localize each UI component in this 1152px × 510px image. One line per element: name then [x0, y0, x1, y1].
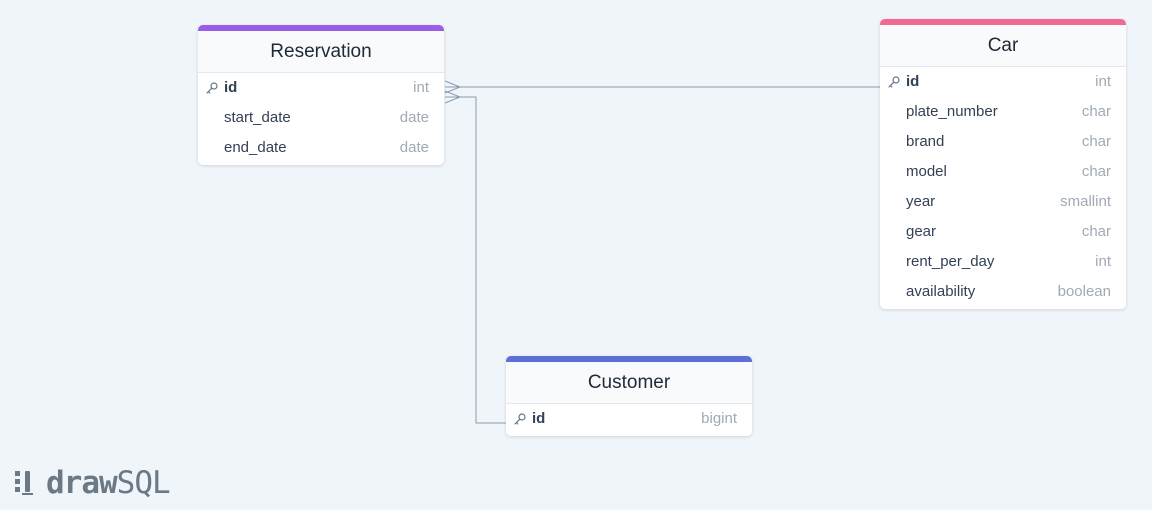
column-type: int — [1095, 253, 1111, 270]
column-row-gear[interactable]: gear char — [880, 217, 1126, 247]
column-name: plate_number — [906, 103, 998, 120]
table-title[interactable]: Customer — [506, 362, 752, 404]
column-name: end_date — [224, 139, 287, 156]
column-row-rent-per-day[interactable]: rent_per_day int — [880, 247, 1126, 277]
drawsql-logo: drawSQL — [14, 465, 171, 501]
column-type: date — [399, 139, 429, 156]
column-type: char — [1081, 223, 1111, 240]
key-icon — [888, 76, 900, 88]
column-name: id — [224, 79, 238, 96]
column-name: model — [906, 163, 947, 180]
column-row-plate-number[interactable]: plate_number char — [880, 97, 1126, 127]
column-row-end-date[interactable]: end_date date — [198, 133, 444, 163]
column-row-brand[interactable]: brand char — [880, 127, 1126, 157]
column-type: int — [413, 79, 429, 96]
table-title[interactable]: Reservation — [198, 31, 444, 73]
column-type: date — [399, 109, 429, 126]
crowfoot-many-car-icon[interactable] — [444, 80, 462, 94]
column-type: char — [1081, 103, 1111, 120]
column-row-start-date[interactable]: start_date date — [198, 103, 444, 133]
column-name: gear — [906, 223, 937, 240]
column-type: smallint — [1060, 193, 1111, 210]
crowfoot-many-customer-icon[interactable] — [444, 90, 462, 104]
relation-reservation-customer-line[interactable] — [445, 96, 506, 424]
key-icon — [206, 82, 218, 94]
column-row-id[interactable]: id int — [880, 67, 1126, 97]
column-type: bigint — [701, 410, 737, 427]
drawsql-logo-icon — [15, 471, 33, 495]
column-type: char — [1081, 163, 1111, 180]
column-type: char — [1081, 133, 1111, 150]
drawsql-wordmark: drawSQL — [46, 465, 171, 501]
table-title[interactable]: Car — [880, 25, 1126, 67]
column-row-availability[interactable]: availability boolean — [880, 277, 1126, 307]
column-type: int — [1095, 73, 1111, 90]
column-name: rent_per_day — [906, 253, 995, 270]
column-name: id — [906, 73, 920, 90]
column-row-id[interactable]: id bigint — [506, 404, 752, 434]
key-icon — [514, 413, 526, 425]
column-list: id bigint — [506, 404, 752, 436]
column-type: boolean — [1057, 283, 1111, 300]
column-name: start_date — [224, 109, 291, 126]
column-row-id[interactable]: id int — [198, 73, 444, 103]
column-name: brand — [906, 133, 945, 150]
table-customer[interactable]: Customer id bigint — [506, 356, 752, 436]
column-name: id — [532, 410, 546, 427]
column-name: year — [906, 193, 936, 210]
column-row-model[interactable]: model char — [880, 157, 1126, 187]
column-name: availability — [906, 283, 976, 300]
column-row-year[interactable]: year smallint — [880, 187, 1126, 217]
